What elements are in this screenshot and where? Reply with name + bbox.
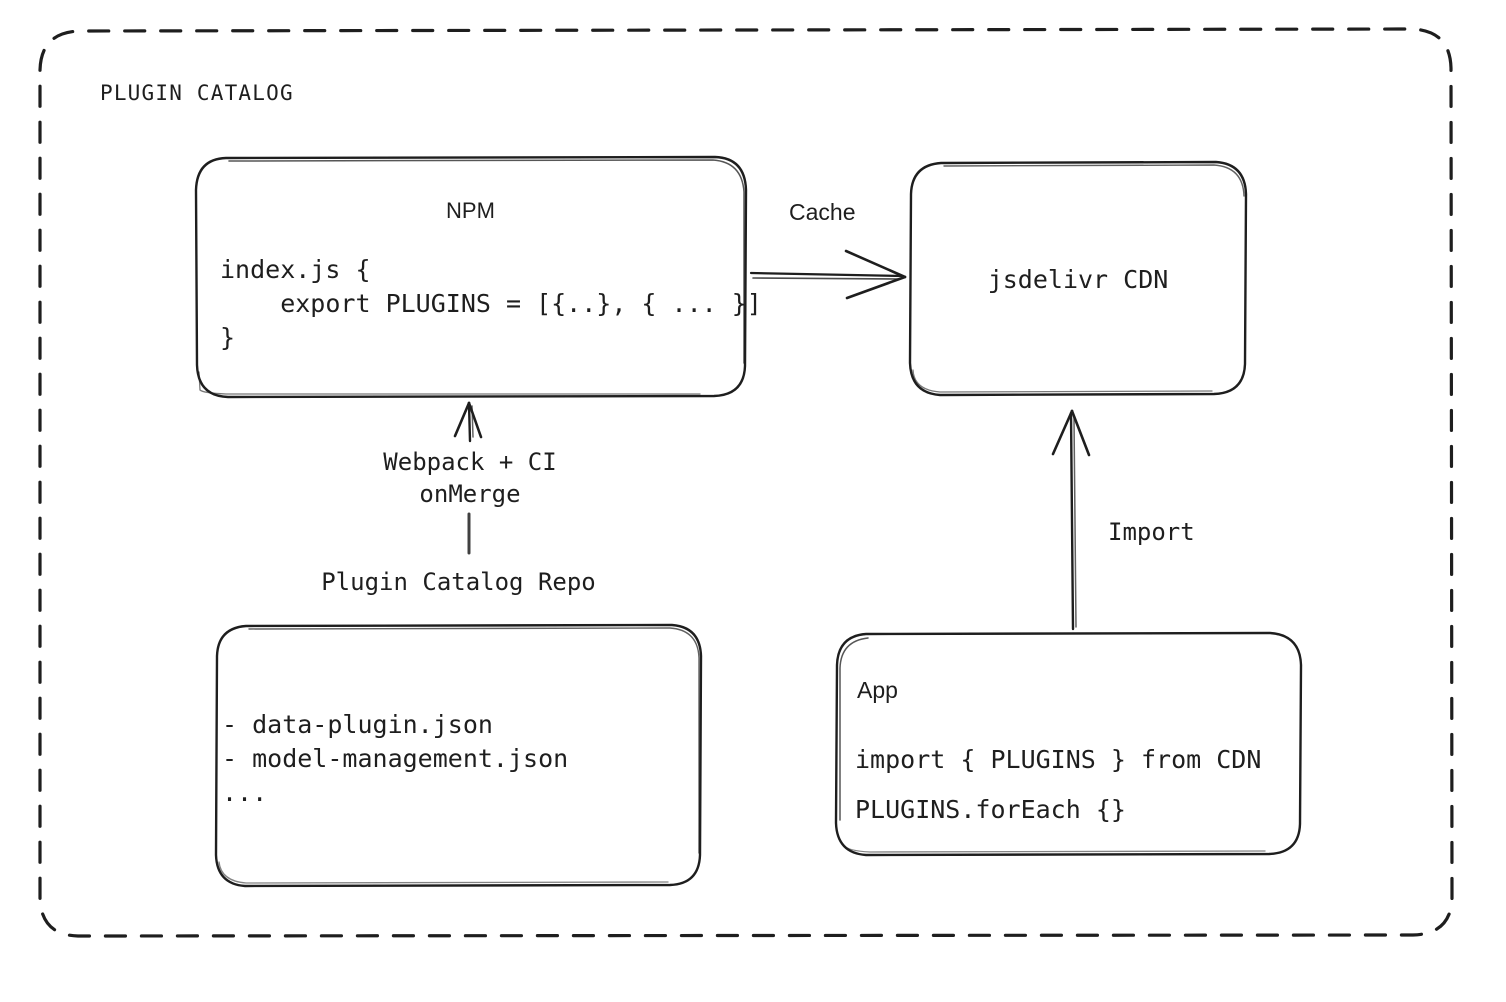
app-node-code: import { PLUGINS } from CDN PLUGINS.forEa… [855, 735, 1261, 835]
app-code-line-2: PLUGINS.forEach {} [855, 795, 1126, 824]
edge-label-import: Import [1108, 518, 1195, 546]
edge-cache-arrow [749, 249, 907, 300]
repo-node-caption: Plugin Catalog Repo [321, 568, 596, 596]
repo-node-file-list: - data-plugin.json - model-management.js… [222, 710, 569, 807]
npm-node-code: index.js { export PLUGINS = [{..}, { ...… [220, 255, 762, 352]
edge-label-build: Webpack + CI onMerge [383, 448, 557, 508]
edge-label-cache: Cache [789, 199, 856, 225]
npm-node-title: NPM [446, 198, 495, 223]
app-node-title: App [857, 677, 898, 703]
app-code-line-1: import { PLUGINS } from CDN [855, 745, 1262, 774]
group-title: PLUGIN CATALOG [100, 81, 294, 105]
edge-import-arrow [1051, 409, 1091, 631]
cdn-node-title: jsdelivr CDN [987, 265, 1169, 294]
